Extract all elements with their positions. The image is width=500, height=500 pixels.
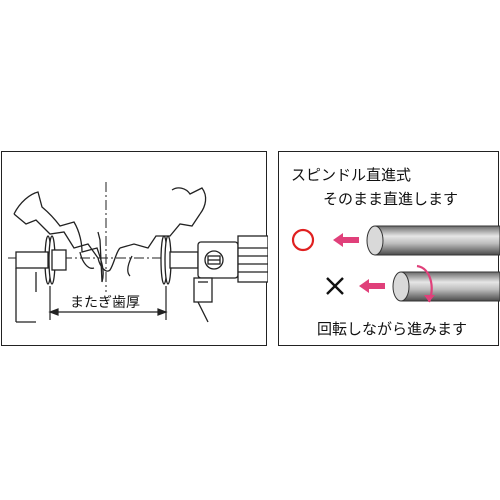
ng-cross-icon bbox=[326, 277, 344, 295]
rotating-rod bbox=[392, 271, 500, 302]
gear-micrometer-drawing bbox=[8, 182, 268, 323]
left-anvil bbox=[15, 235, 67, 285]
straight-rod bbox=[366, 225, 500, 256]
micrometer-body bbox=[193, 235, 268, 303]
spindle-title: スピンドル直進式 bbox=[291, 166, 412, 184]
ng-arrow-icon bbox=[359, 279, 385, 293]
ok-arrow-icon bbox=[333, 233, 359, 247]
spindle-subtitle: そのまま直進します bbox=[323, 190, 459, 208]
spindle-info-panel: スピンドル直進式 そのまま直進します bbox=[278, 151, 500, 346]
span-dimension bbox=[48, 286, 168, 320]
span-label: またぎ歯厚 bbox=[68, 295, 142, 311]
micrometer-frame bbox=[15, 268, 209, 323]
gear-measurement-panel: またぎ歯厚 bbox=[1, 151, 268, 346]
rotate-label: 回転しながら進みます bbox=[317, 320, 468, 338]
spindle-diagram bbox=[291, 225, 500, 303]
gear-teeth bbox=[13, 187, 207, 283]
ok-circle-icon bbox=[291, 228, 315, 252]
right-spindle bbox=[160, 235, 199, 285]
rotation-arrow-icon bbox=[416, 264, 435, 303]
